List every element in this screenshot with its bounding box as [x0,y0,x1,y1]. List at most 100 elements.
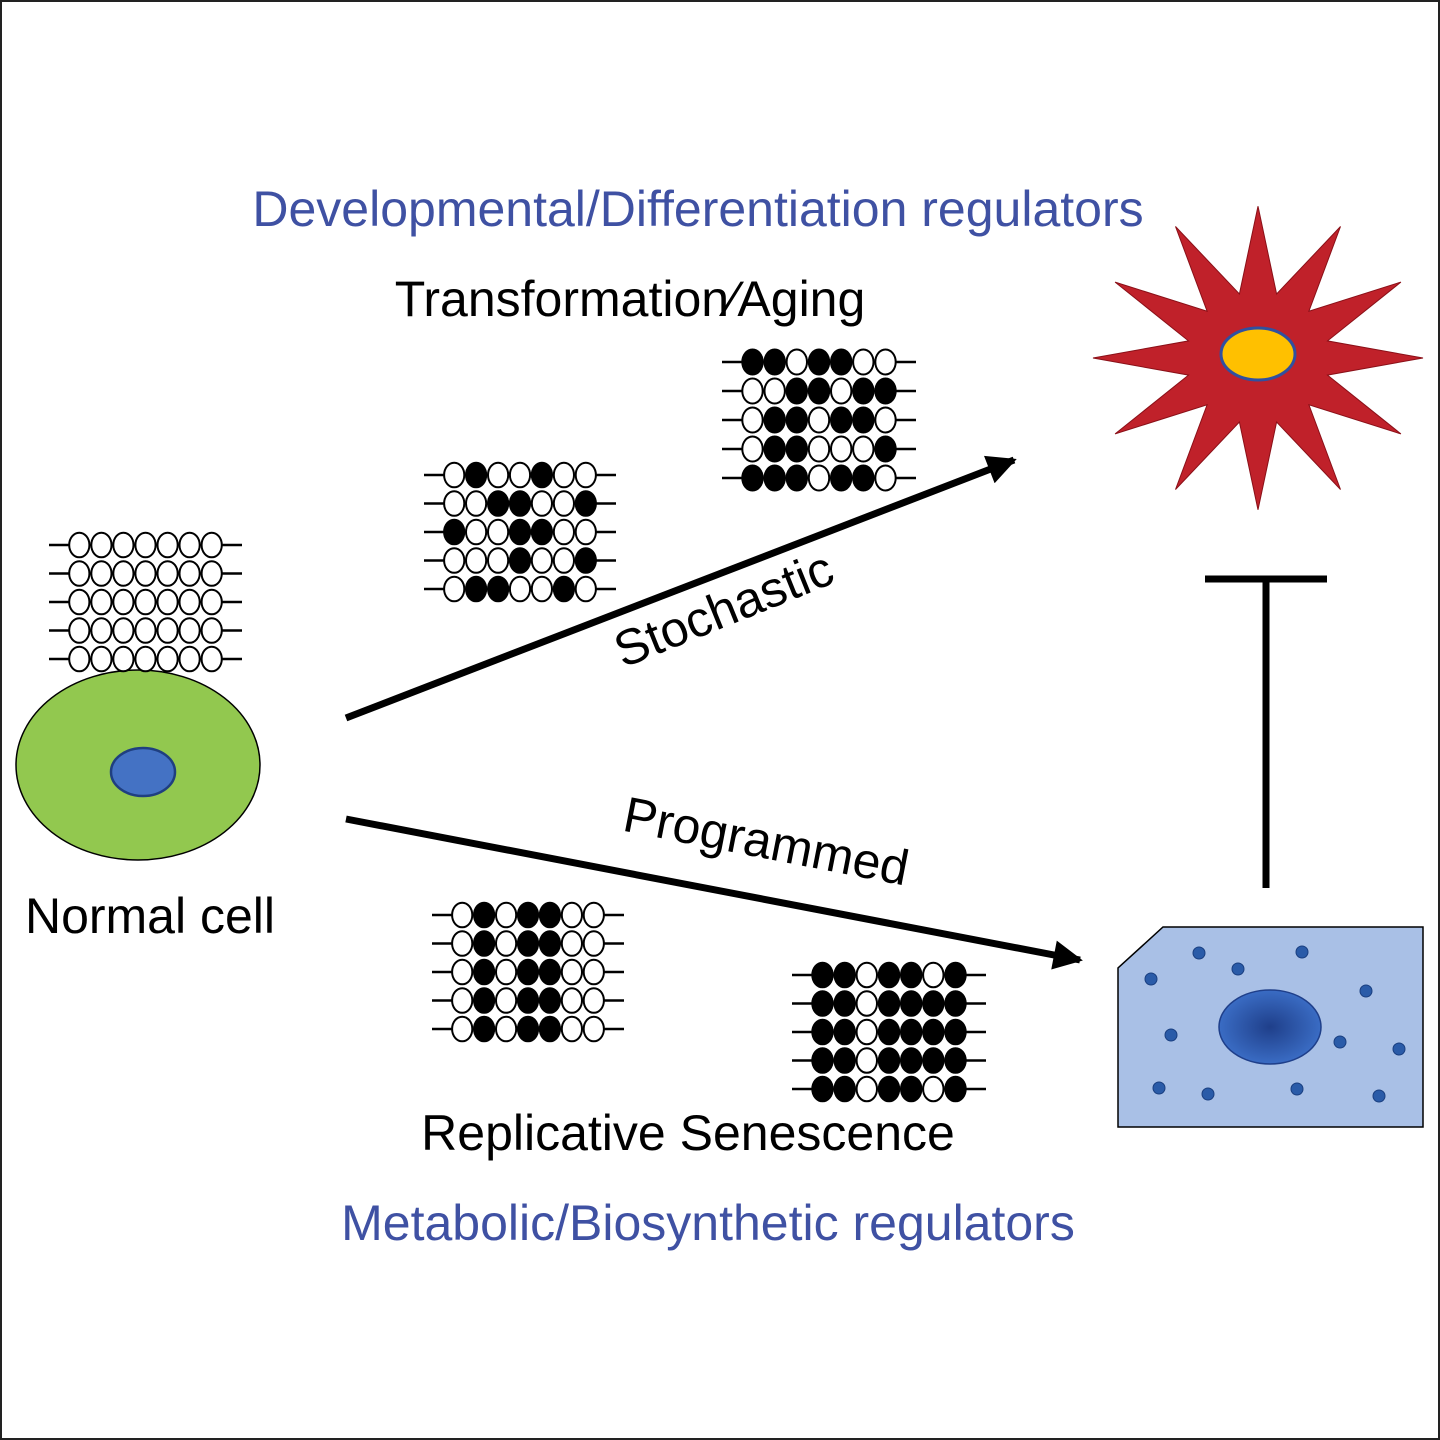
unmethylated-cpg [465,490,488,517]
methylated-cpg [877,1047,901,1074]
stochastic-arrow [344,455,1017,722]
bottom-outcome-label: Replicative Senescence [421,1105,955,1161]
unmethylated-cpg [134,645,157,673]
unmethylated-cpg [112,617,135,644]
transformed-cell-nucleus [1219,326,1297,382]
unmethylated-cpg [156,531,179,559]
senescent-cell [1117,926,1424,1128]
methylated-cpg [830,348,853,376]
methylated-cpg [763,406,786,434]
methylated-cpg [473,987,496,1014]
unmethylated-cpg [112,588,135,616]
unmethylated-cpg [855,990,878,1017]
unmethylated-cpg [443,547,466,574]
unmethylated-cpg [508,461,532,489]
unmethylated-cpg [156,588,179,616]
methylated-cpg [852,464,875,492]
unmethylated-cpg [487,518,510,546]
unmethylated-cpg [134,588,157,616]
unmethylated-cpg [200,560,223,587]
unmethylated-cpg [495,987,518,1014]
methylated-cpg [508,547,532,574]
methylation-pattern-programmed-early [432,901,624,1043]
unmethylated-cpg [178,531,201,559]
unmethylated-cpg [495,1015,518,1043]
unmethylated-cpg [200,617,223,644]
unmethylated-cpg [156,645,179,673]
unmethylated-cpg [134,560,157,587]
methylated-cpg [763,348,786,376]
methylated-cpg [852,377,875,405]
unmethylated-cpg [530,547,554,574]
unmethylated-cpg [451,930,474,957]
unmethylated-cpg [178,645,201,673]
senescent-granule [1290,1082,1304,1096]
unmethylated-cpg [134,617,157,644]
methylated-cpg [877,961,901,989]
senescent-granule [1152,1081,1166,1095]
unmethylated-cpg [465,518,488,546]
methylated-cpg [807,377,831,405]
unmethylated-cpg [495,930,518,957]
methylated-cpg [487,575,510,603]
unmethylated-cpg [90,588,113,616]
unmethylated-cpg [200,645,223,673]
methylated-cpg [473,930,496,957]
methylated-cpg [530,518,554,546]
unmethylated-cpg [451,958,474,986]
senescent-granule [1333,1035,1347,1049]
unmethylated-cpg [807,406,831,434]
unmethylated-cpg [552,490,576,517]
methylated-cpg [473,1015,496,1043]
methylated-cpg [741,464,764,492]
methylated-cpg [785,435,808,463]
unmethylated-cpg [741,377,764,405]
unmethylated-cpg [451,901,474,929]
methylated-cpg [874,377,897,405]
methylated-cpg [833,990,856,1017]
unmethylated-cpg [560,1015,584,1043]
methylated-cpg [508,490,532,517]
methylated-cpg [922,990,945,1017]
transformed-cell [1092,206,1424,510]
unmethylated-cpg [807,435,831,463]
unmethylated-cpg [178,560,201,587]
methylated-cpg [574,490,597,517]
senescent-granule [1359,984,1373,998]
methylated-cpg [465,575,488,603]
methylated-cpg [538,930,562,957]
unmethylated-cpg [830,377,853,405]
methylated-cpg [516,930,540,957]
methylated-cpg [487,490,510,517]
unmethylated-cpg [807,464,831,492]
senescent-granule [1231,962,1245,976]
methylated-cpg [833,961,856,989]
methylated-cpg [811,1047,834,1074]
methylated-cpg [741,348,764,376]
methylated-cpg [811,961,834,989]
methylated-cpg [538,987,562,1014]
unmethylated-cpg [134,531,157,559]
methylated-cpg [852,406,875,434]
methylated-cpg [552,575,576,603]
unmethylated-cpg [582,930,605,957]
unmethylated-cpg [200,588,223,616]
senescent-granule [1372,1089,1386,1103]
methylated-cpg [944,990,967,1017]
unmethylated-cpg [530,490,554,517]
unmethylated-cpg [487,547,510,574]
methylated-cpg [785,377,808,405]
methylated-cpg [811,1018,834,1046]
methylated-cpg [900,1018,923,1046]
unmethylated-cpg [68,588,91,616]
methylated-cpg [877,990,901,1017]
methylated-cpg [763,435,786,463]
senescent-granule [1201,1087,1215,1101]
senescent-granule [1192,946,1206,960]
unmethylated-cpg [874,348,897,376]
methylated-cpg [877,1018,901,1046]
unmethylated-cpg [530,575,554,603]
unmethylated-cpg [855,1047,878,1074]
unmethylated-cpg [852,435,875,463]
